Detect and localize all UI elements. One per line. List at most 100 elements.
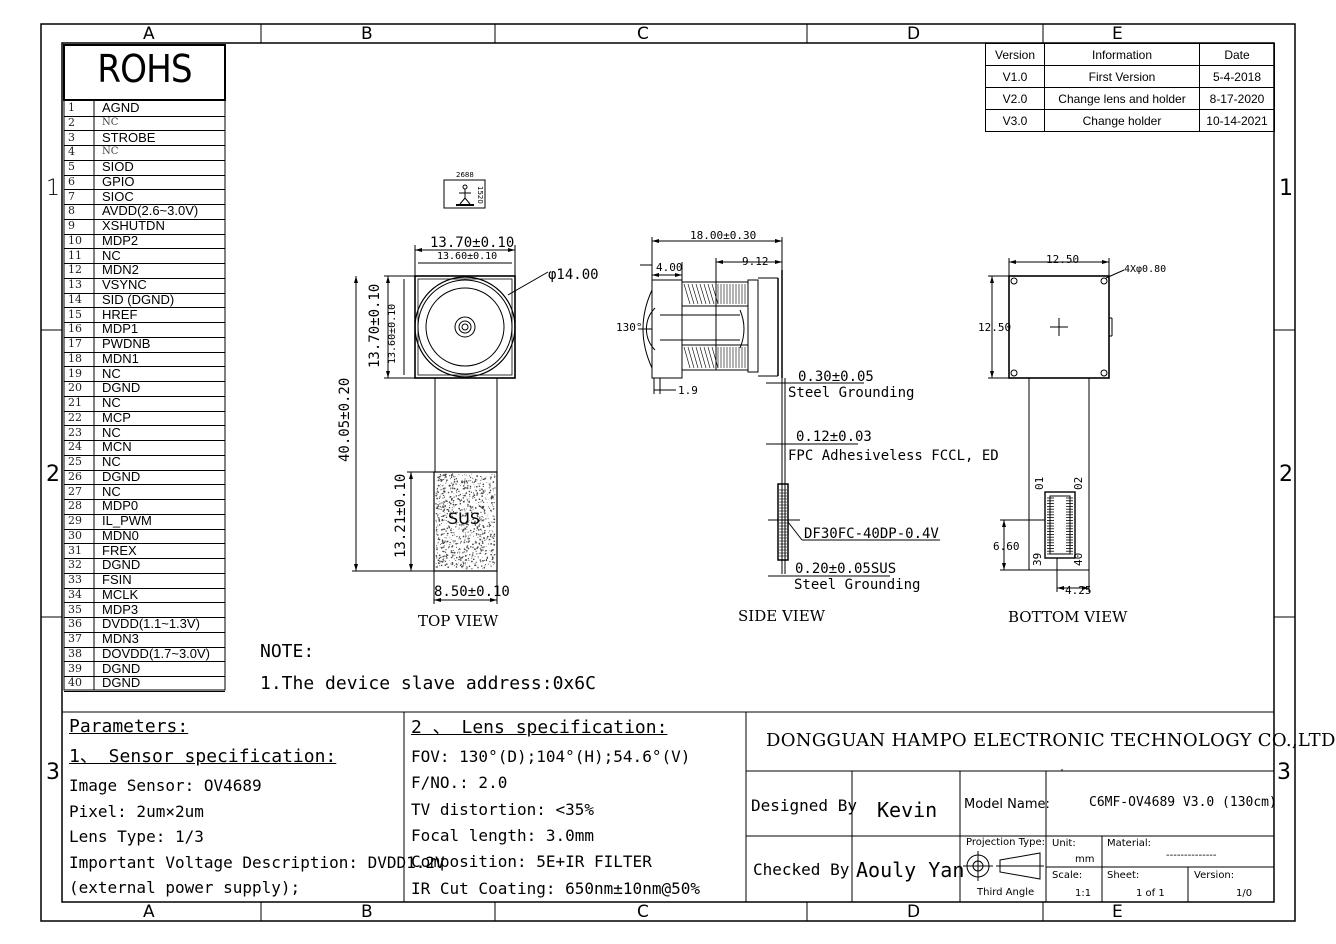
sus-speck [489,560,491,563]
sus-speck [443,504,445,506]
sus-speck [482,492,485,494]
sus-speck [449,489,451,491]
sus-speck [443,533,445,534]
sus-speck [467,562,468,564]
sus-speck [445,519,447,521]
sus-speck [452,511,455,513]
sus-speck [458,507,461,510]
sus-speck [435,526,438,528]
sus-speck [453,493,454,494]
sus-speck [483,517,485,519]
sus-speck [480,511,482,514]
sus-speck [444,487,446,489]
sus-speck [490,533,492,536]
sus-speck [489,507,491,509]
sus-speck [487,506,489,508]
sus-speck [484,478,486,480]
sus-speck [493,540,496,542]
sus-speck [446,508,449,511]
pin-name: MDN3 [102,631,139,646]
sus-speck [483,532,485,534]
sus-speck [446,503,448,505]
sus-speck [461,528,463,530]
sus-speck [487,535,489,538]
sus-speck [467,537,469,539]
sus-speck [446,481,448,483]
sus-speck [438,536,440,538]
company-name: DONGGUAN HAMPO ELECTRONIC TECHNOLOGY CO.… [766,730,1336,751]
sus-speck [481,519,484,522]
sus-speck [493,544,496,546]
sus-speck [465,480,468,482]
sus-speck [473,496,476,498]
sus-speck [435,566,437,568]
pin-name: SIOC [102,188,134,204]
pin-name: NC [102,483,121,499]
sus-speck [483,519,485,521]
sus-speck [448,502,451,504]
sus-speck [474,520,476,522]
sus-speck [469,509,472,512]
sus-speck [479,518,481,520]
sus-speck [452,540,454,542]
sus-speck [441,540,444,543]
pin-label-40: 40 [1072,552,1085,566]
sus-speck [439,496,441,498]
top-view-width-outer: 13.70±0.10 [430,235,515,251]
sus-speck [465,552,467,554]
sus-speck [444,537,446,539]
sus-speck [440,480,443,482]
sus-speck [442,510,445,512]
sus-speck [482,567,483,569]
sus-speck [464,537,466,539]
lens-spec-line: F/NO.: 2.0 [411,773,508,793]
sus-speck [470,480,472,481]
sus-speck [443,558,445,560]
sus-speck [464,478,466,480]
sus-speck [455,483,457,485]
sus-speck [471,512,472,514]
sus-speck [468,484,469,486]
sus-speck [464,554,467,557]
sus-speck [447,509,450,511]
sus-speck [448,510,450,512]
sus-speck [437,476,440,479]
sus-speck [450,487,452,489]
sus-speck [489,509,492,512]
sus-speck [492,554,494,556]
sus-speck [454,512,457,514]
sus-speck [454,534,456,536]
pin-name: MDN2 [102,262,139,278]
sus-speck [440,546,442,548]
sus-speck [481,515,483,518]
sus-speck [466,487,469,489]
sus-speck [449,541,451,544]
sus-speck [469,534,471,536]
sus-speck [477,514,479,516]
top-view-total-length: 40.05±0.20 [337,377,353,462]
pin-number: 34 [68,587,82,601]
sus-speck [444,546,445,548]
sus-speck [450,511,452,513]
pin-name: SID (DGND) [102,291,175,307]
sus-speck [476,547,478,550]
sus-speck [469,560,470,562]
sus-speck [459,542,462,544]
pin-number: 16 [68,322,82,336]
sus-speck [466,568,468,570]
sus-speck [469,487,471,489]
sus-speck [480,548,482,551]
sus-speck [437,491,440,494]
hatch-line [687,346,695,369]
sus-speck [491,496,493,498]
pin-number: 31 [68,543,82,557]
sus-speck [453,518,455,520]
sus-speck [466,498,468,500]
sus-speck [442,502,444,505]
sus-speck [464,529,465,531]
sus-speck [491,551,493,553]
version-row: V1.0 First Version 5-4-2018 [985,65,1275,88]
version-cell: V1.0 [985,65,1045,88]
